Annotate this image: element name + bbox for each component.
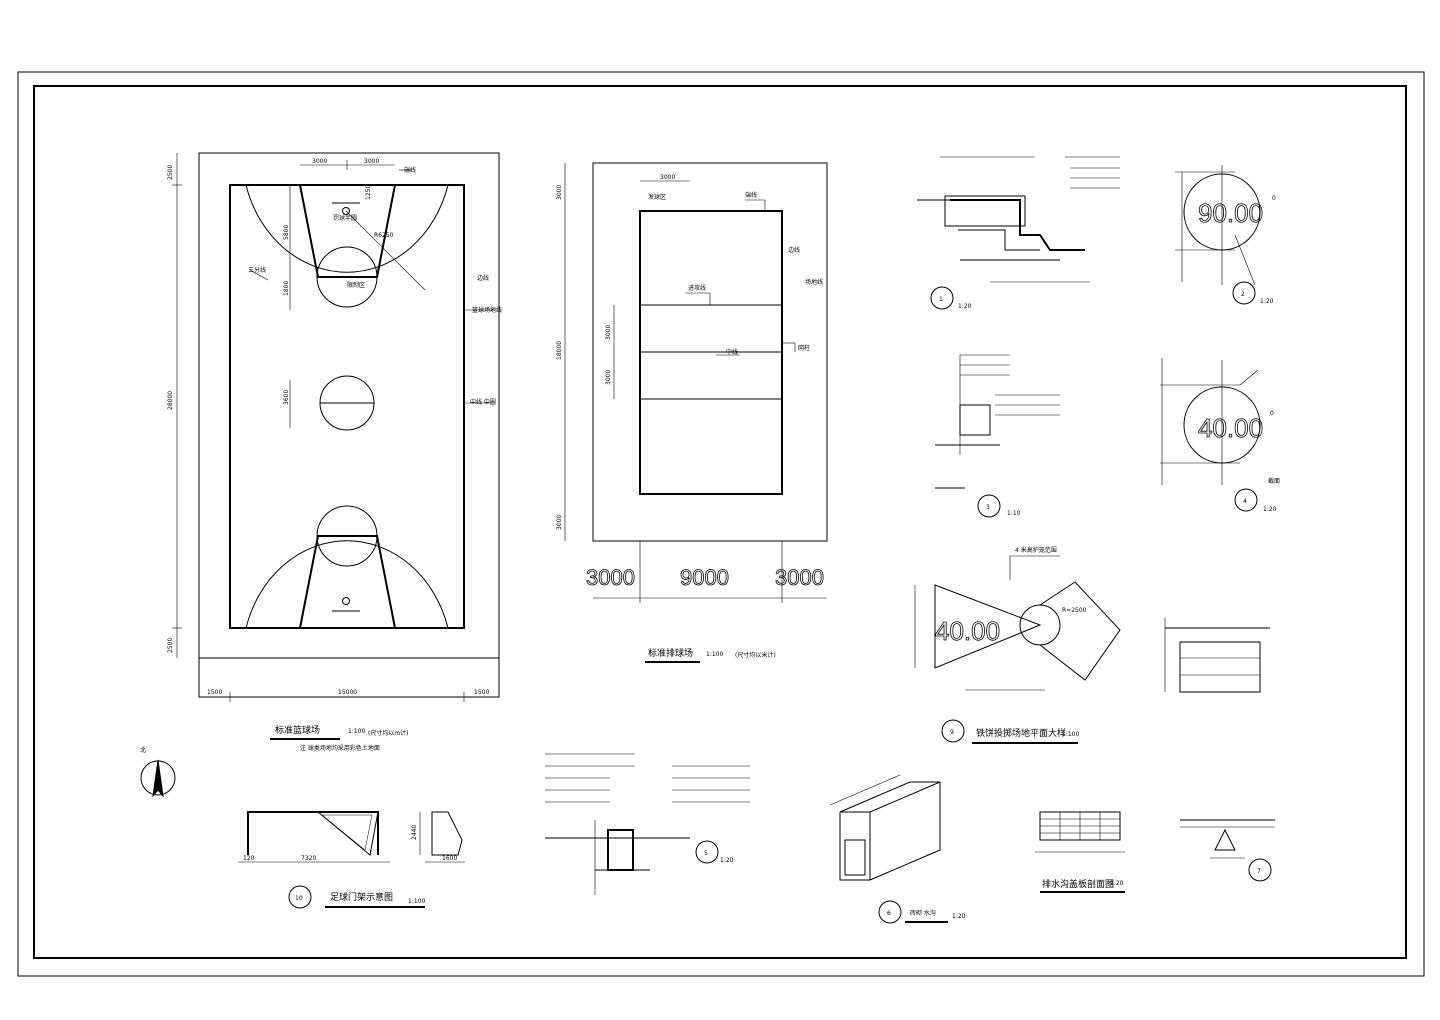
- bb-scale: 1:100: [348, 728, 365, 735]
- detail-1-number: 1: [939, 296, 943, 303]
- detail-6-label: 砖砌 水沟: [910, 909, 936, 917]
- detail-4-circle: 40.00 0 截面 4 1:20: [1160, 358, 1280, 513]
- north-label: 北: [140, 746, 146, 754]
- detail-7-section: 7: [1180, 819, 1275, 882]
- goal-dim-post: 120: [243, 855, 255, 862]
- vb-note: (尺寸均以米计): [735, 651, 776, 659]
- detail-3-number: 3: [986, 504, 990, 511]
- drain-cover-detail: 排水沟盖板剖面图 1:20: [1035, 811, 1125, 893]
- detail-9-cage-range: 4 米高护笼范围: [1015, 546, 1057, 554]
- vb-label-court-line: 场地线: [805, 278, 823, 286]
- detail-5-section: 5 1:20: [545, 753, 750, 895]
- detail-9-scale: 1:100: [1062, 731, 1079, 738]
- detail-9-number: 9: [950, 729, 954, 736]
- detail-2-degree: 0: [1272, 195, 1276, 202]
- basketball-court-lines: [229, 184, 465, 629]
- detail-10-scale: 1:100: [408, 898, 425, 905]
- detail-2-scale: 1:20: [1260, 298, 1274, 305]
- detail-3-scale: 1:10: [1007, 510, 1021, 517]
- vb-title: 标准排球场: [648, 647, 693, 659]
- bb-title: 标准篮球场: [275, 724, 320, 736]
- paving-section-detail: [1164, 618, 1270, 693]
- bb-dim-length: 28000: [167, 391, 174, 410]
- bb-note-tail: (尺寸均以m计): [368, 729, 409, 737]
- bb-dim-radius: R6250: [374, 232, 394, 239]
- bb-dim-top2: 3000: [364, 158, 379, 165]
- bb-dim-margin-right: 1500: [474, 689, 489, 696]
- vb-label-service: 发球区: [648, 193, 666, 201]
- basketball-court-plan: 3000 3000 28000 2500 2500 15000 1500 150…: [167, 152, 502, 752]
- bb-label-three-point: 三分线: [248, 266, 266, 274]
- bb-label-key: 限制区: [347, 281, 365, 289]
- detail-2-circle: 90.00 0 2 1:20: [1175, 165, 1276, 305]
- bb-note: 注 球类场地均采用彩色土地面: [300, 744, 380, 752]
- vb-label-post: 网柱: [798, 344, 810, 352]
- goal-dim-height: 2440: [411, 825, 418, 840]
- vb-dim-length: 18000: [556, 341, 563, 360]
- detail-2-number: 2: [1241, 291, 1245, 298]
- vb-dim-attack2: 3000: [605, 370, 612, 385]
- detail-2-angle: 90.00: [1198, 198, 1263, 228]
- detail-6-number: 6: [887, 910, 891, 917]
- vb-dim-bottom-left: 3000: [586, 565, 635, 590]
- bb-dim-margin-left: 1500: [207, 689, 222, 696]
- detail-3-section: 3 1:10: [935, 354, 1060, 518]
- vb-dim-end-top: 3000: [556, 185, 563, 200]
- vb-dim-end-bot: 3000: [556, 515, 563, 530]
- detail-1-section: 1 1:20: [917, 156, 1120, 310]
- basketball-outer-boundary: [198, 152, 500, 698]
- bb-dim-r2: 1250: [365, 185, 372, 200]
- bb-label-centerline: 中线 中圈: [470, 398, 496, 406]
- detail-9-angle: 40.00: [935, 616, 1000, 646]
- bb-dim-top1: 3000: [312, 158, 327, 165]
- goal-dim-depth: 1600: [442, 855, 457, 862]
- detail-4-degree: 0: [1270, 410, 1274, 417]
- vb-label-attack: 进攻线: [688, 284, 706, 292]
- detail-4-angle: 40.00: [1198, 413, 1263, 443]
- detail-1-scale: 1:20: [958, 303, 972, 310]
- volleyball-court-plan: 3000 18000 3000 3000 3000 3000 3000 9000…: [556, 162, 828, 663]
- detail-4-scale: 1:20: [1263, 506, 1277, 513]
- drain-cover-scale: 1:20: [1110, 880, 1124, 887]
- inner-frame: [33, 85, 1407, 959]
- detail-9-discus-area: 40.00 4 米高护笼范围 R=2500 9 铁饼投掷场地平面大样 1:100: [914, 546, 1121, 744]
- detail-10-goal-frame: 7320 120 1600 2440 10 足球门架示意图 1:100: [238, 811, 465, 909]
- detail-4-side-label: 截面: [1268, 477, 1280, 485]
- detail-4-number: 4: [1243, 498, 1247, 505]
- bb-label-endline: 端线: [404, 166, 416, 174]
- detail-7-number: 7: [1257, 868, 1261, 875]
- bb-label-court-line: 篮球场地线: [472, 306, 502, 314]
- vb-label-sideline: 边线: [788, 246, 800, 254]
- vb-dim-top: 3000: [660, 174, 675, 181]
- bb-dim-ft: 1800: [283, 281, 290, 296]
- detail-9-radius: R=2500: [1062, 607, 1087, 614]
- bb-dim-key: 5800: [283, 225, 290, 240]
- detail-9-title: 铁饼投掷场地平面大样: [976, 727, 1066, 739]
- detail-6-scale: 1:20: [952, 913, 966, 920]
- detail-5-scale: 1:20: [720, 857, 734, 864]
- detail-6-drain-3d: 6 砖砌 水沟 1:20: [829, 774, 966, 924]
- detail-10-number: 10: [295, 895, 303, 902]
- bb-dim-end-top: 2500: [167, 165, 174, 180]
- vb-dim-bottom-mid: 9000: [680, 565, 729, 590]
- bb-label-ft-semicircle: 罚球半圆: [333, 214, 357, 222]
- detail-5-number: 5: [704, 850, 708, 857]
- vb-label-endline: 端线: [745, 191, 757, 199]
- volleyball-outer-boundary: [592, 162, 828, 542]
- drain-cover-title: 排水沟盖板剖面图: [1042, 878, 1114, 890]
- detail-10-title: 足球门架示意图: [330, 891, 393, 903]
- bb-label-sideline: 边线: [477, 274, 489, 282]
- vb-label-centerline: 中线: [726, 348, 738, 356]
- north-arrow: 北: [140, 746, 176, 798]
- vb-dim-attack1: 3000: [605, 325, 612, 340]
- bb-dim-end-bot: 2500: [167, 638, 174, 653]
- vb-dim-bottom-right: 3000: [775, 565, 824, 590]
- bb-dim-width: 15000: [338, 689, 357, 696]
- bb-dim-cc: 3600: [283, 390, 290, 405]
- outer-frame: [17, 71, 1425, 977]
- goal-dim-width: 7320: [301, 855, 316, 862]
- vb-scale: 1:100: [706, 651, 723, 658]
